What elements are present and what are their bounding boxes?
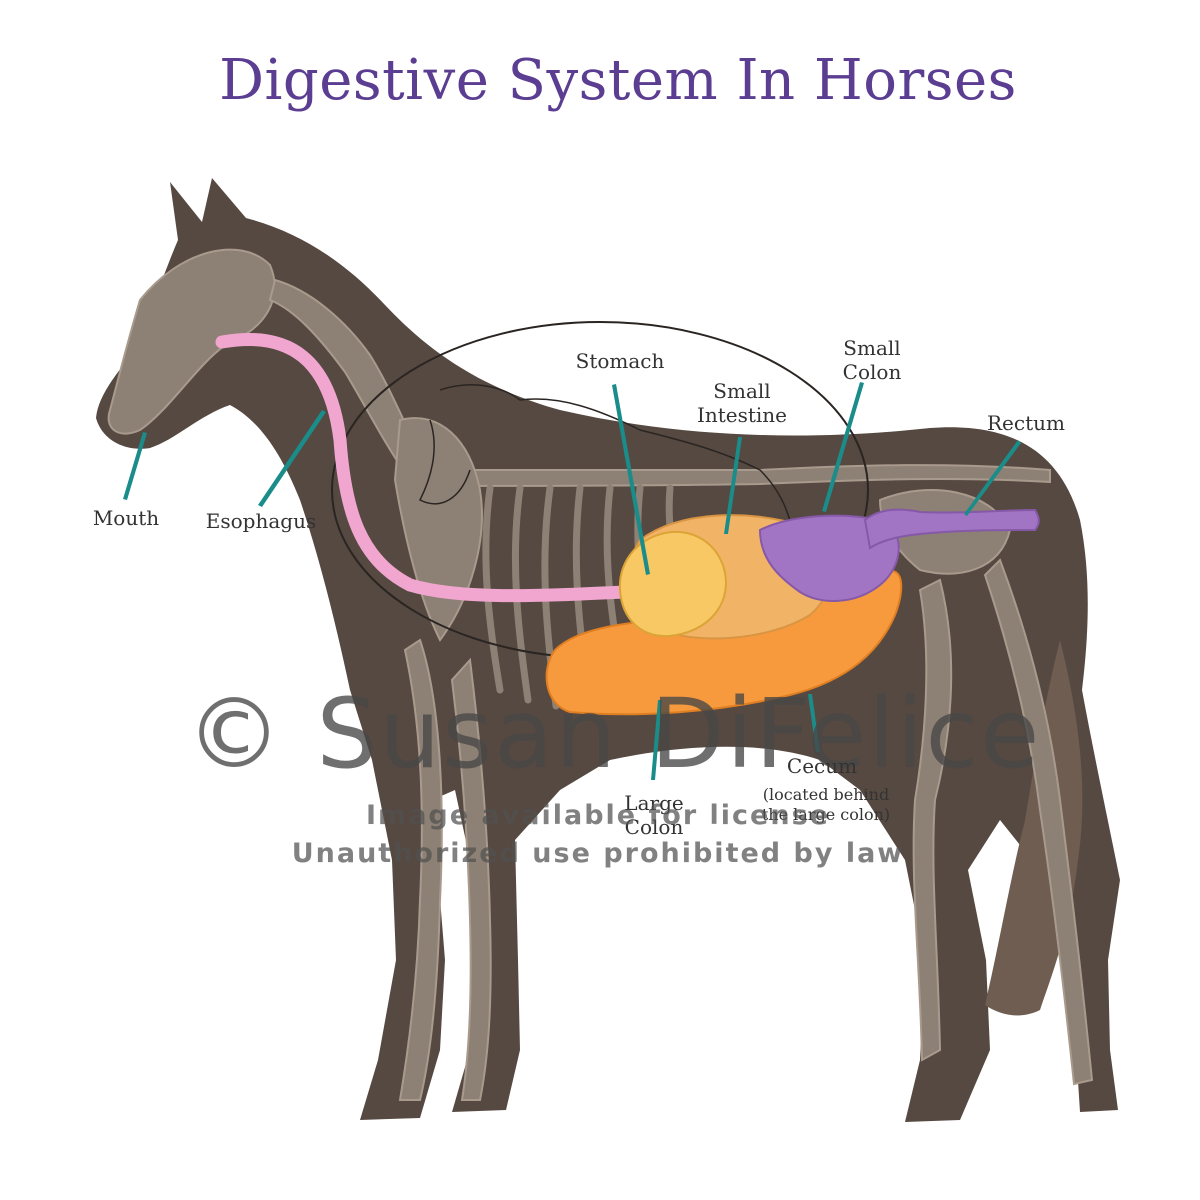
label-small-colon: Small Colon bbox=[822, 336, 922, 384]
label-cecum-note: (located behind the large colon) bbox=[746, 785, 906, 825]
watermark-law-line: Unauthorized use prohibited by law bbox=[291, 838, 905, 869]
front-leg-bone-2 bbox=[450, 657, 492, 1101]
label-small-colon-line1: Small bbox=[843, 336, 901, 360]
watermark-name: © Susan DiFelice bbox=[186, 678, 1042, 790]
leader-cecum bbox=[808, 694, 820, 752]
label-mouth: Mouth bbox=[92, 506, 160, 530]
spine bbox=[429, 464, 1051, 488]
leader-small-intestine bbox=[724, 437, 742, 534]
leader-stomach bbox=[612, 384, 650, 575]
label-small-intestine: Small Intestine bbox=[682, 379, 802, 427]
label-rectum: Rectum bbox=[987, 411, 1065, 435]
scapula bbox=[393, 417, 483, 642]
label-small-intestine-line1: Small bbox=[713, 379, 771, 403]
label-cecum-note-line2: the large colon) bbox=[761, 805, 891, 824]
leader-mouth bbox=[123, 432, 147, 500]
label-small-intestine-line2: Intestine bbox=[696, 403, 788, 427]
leader-lines bbox=[123, 382, 1021, 780]
leader-large-colon bbox=[651, 700, 662, 780]
leader-rectum bbox=[964, 440, 1021, 516]
rectum-organ bbox=[863, 508, 1040, 550]
label-cecum: Cecum bbox=[786, 754, 858, 778]
small-colon-organ bbox=[758, 514, 900, 602]
label-stomach: Stomach bbox=[575, 349, 665, 373]
hind-leg-bone-1 bbox=[912, 578, 953, 1062]
skull bbox=[107, 248, 276, 435]
label-esophagus: Esophagus bbox=[205, 509, 317, 533]
label-cecum-note-line1: (located behind bbox=[762, 785, 890, 804]
hind-leg-bone-2 bbox=[983, 558, 1094, 1086]
esophagus-tube bbox=[215, 332, 632, 603]
label-large-colon: Large Colon bbox=[604, 791, 704, 839]
label-large-colon-line1: Large bbox=[624, 791, 684, 815]
diagram-title: Digestive System In Horses bbox=[219, 48, 1017, 113]
front-leg-bone-1 bbox=[398, 638, 443, 1101]
label-small-colon-line2: Colon bbox=[842, 360, 902, 384]
watermark-license-line: Image available for license bbox=[366, 800, 830, 831]
leader-esophagus bbox=[258, 410, 326, 507]
leader-small-colon bbox=[822, 382, 864, 512]
label-large-colon-line2: Colon bbox=[624, 815, 684, 839]
